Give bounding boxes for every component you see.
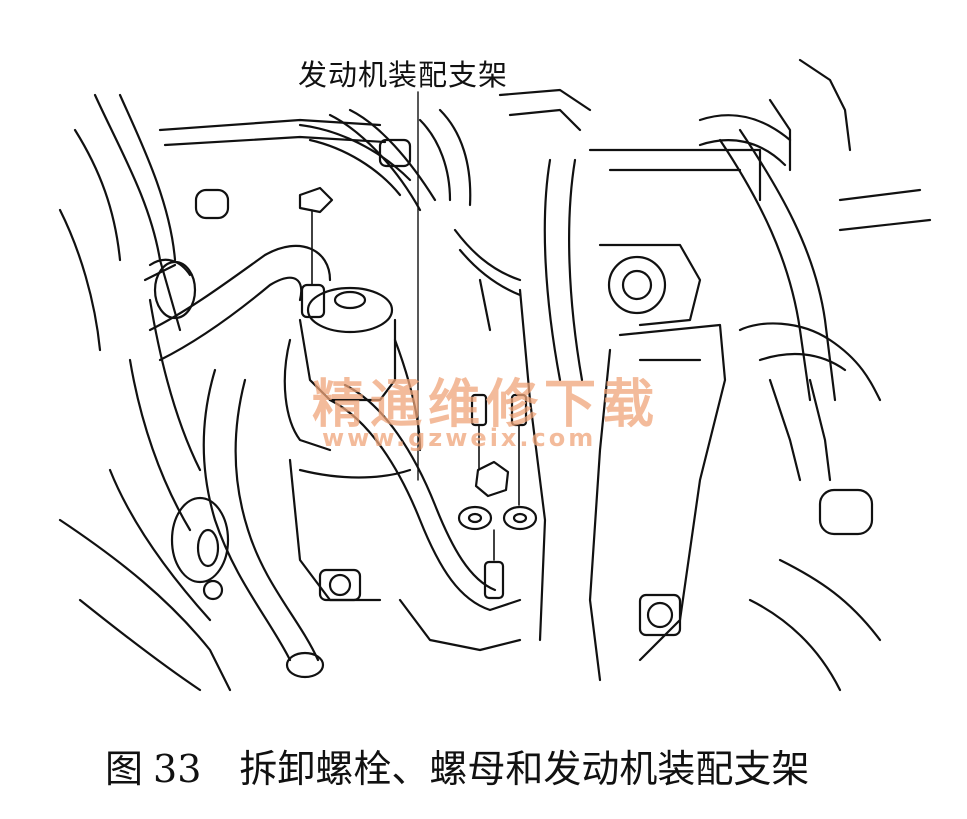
callout-label: 发动机装配支架 (298, 58, 509, 92)
watermark-url: www.gzweix.com (322, 424, 597, 452)
fasteners (298, 186, 538, 600)
right-components (478, 58, 932, 692)
caption-number: 33 (153, 747, 202, 791)
caption-text: 拆卸螺栓、螺母和发动机装配支架 (239, 747, 810, 791)
engine-mount (283, 286, 422, 602)
left-engine-block (58, 93, 232, 692)
caption-prefix: 图 (105, 747, 144, 791)
mounting-bracket (328, 383, 522, 652)
coolant-hose (143, 244, 332, 679)
watermark-text: 精通维修下载 (312, 374, 661, 435)
top-pipes (158, 88, 592, 297)
